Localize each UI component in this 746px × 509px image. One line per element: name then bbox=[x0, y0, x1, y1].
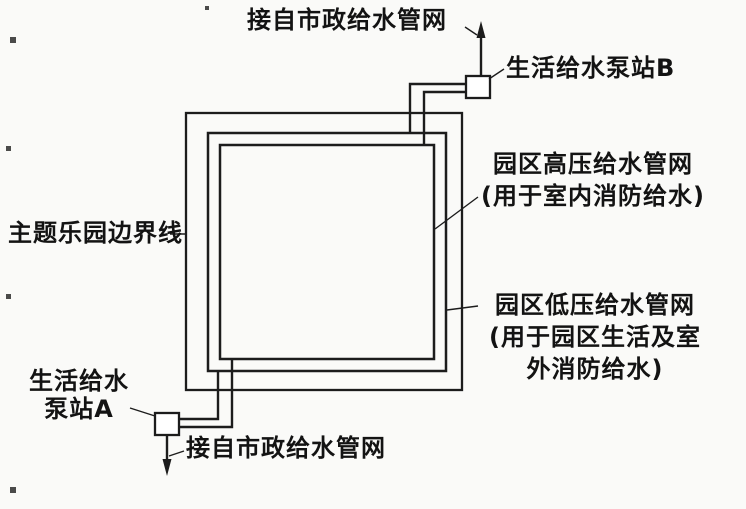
low-pressure-ring-main bbox=[206, 131, 448, 373]
leader-pump-b-label bbox=[488, 68, 505, 80]
park-boundary-rect bbox=[184, 111, 464, 392]
high-pressure-label-line2: (用于室内消防给水) bbox=[481, 182, 705, 210]
municipal-network-label-top: 接自市政给水管网 bbox=[247, 6, 447, 34]
leader-high-pressure-label bbox=[434, 196, 479, 230]
low-pressure-label-line1: 园区低压给水管网 bbox=[495, 291, 695, 319]
pipe-pump-b-to-low-ring bbox=[408, 82, 466, 134]
pump-station-a-label-line2: 泵站A bbox=[44, 395, 114, 423]
low-pressure-label-line2: (用于园区生活及室 bbox=[489, 323, 701, 351]
scan-speck bbox=[10, 487, 16, 493]
pipe-pump-b-to-high-ring bbox=[422, 90, 466, 146]
municipal-network-label-bottom: 接自市政给水管网 bbox=[186, 434, 386, 462]
pump-station-b-symbol bbox=[464, 74, 492, 100]
high-pressure-ring-main bbox=[218, 143, 436, 361]
pump-station-a-label: 生活给水 泵站A bbox=[26, 367, 132, 423]
park-boundary-label: 主题乐园边界线 bbox=[8, 219, 183, 247]
leader-low-pressure-label bbox=[446, 305, 479, 311]
scan-speck bbox=[10, 37, 16, 43]
pump-station-b-label: 生活给水泵站B bbox=[506, 54, 676, 82]
pump-station-a-symbol bbox=[153, 411, 181, 437]
scan-speck bbox=[6, 294, 11, 299]
leader-pump-a-label bbox=[129, 407, 156, 417]
leader-municipal-bottom-label bbox=[168, 450, 185, 457]
scan-speck bbox=[6, 146, 11, 151]
high-pressure-label: 园区高压给水管网 (用于室内消防给水) bbox=[474, 148, 712, 212]
flow-arrow-up-icon bbox=[476, 21, 486, 38]
pipe-pump-a-to-low-ring bbox=[179, 370, 220, 421]
scan-speck bbox=[205, 6, 209, 10]
low-pressure-label-line3: 外消防给水) bbox=[526, 355, 664, 383]
leader-municipal-top-label bbox=[464, 26, 478, 36]
high-pressure-label-line1: 园区高压给水管网 bbox=[493, 150, 693, 178]
pipe-pump-a-to-high-ring bbox=[179, 358, 234, 429]
low-pressure-label: 园区低压给水管网 (用于园区生活及室 外消防给水) bbox=[472, 289, 718, 385]
flow-arrow-down-icon bbox=[162, 459, 172, 476]
pump-station-a-label-line1: 生活给水 bbox=[29, 367, 129, 395]
